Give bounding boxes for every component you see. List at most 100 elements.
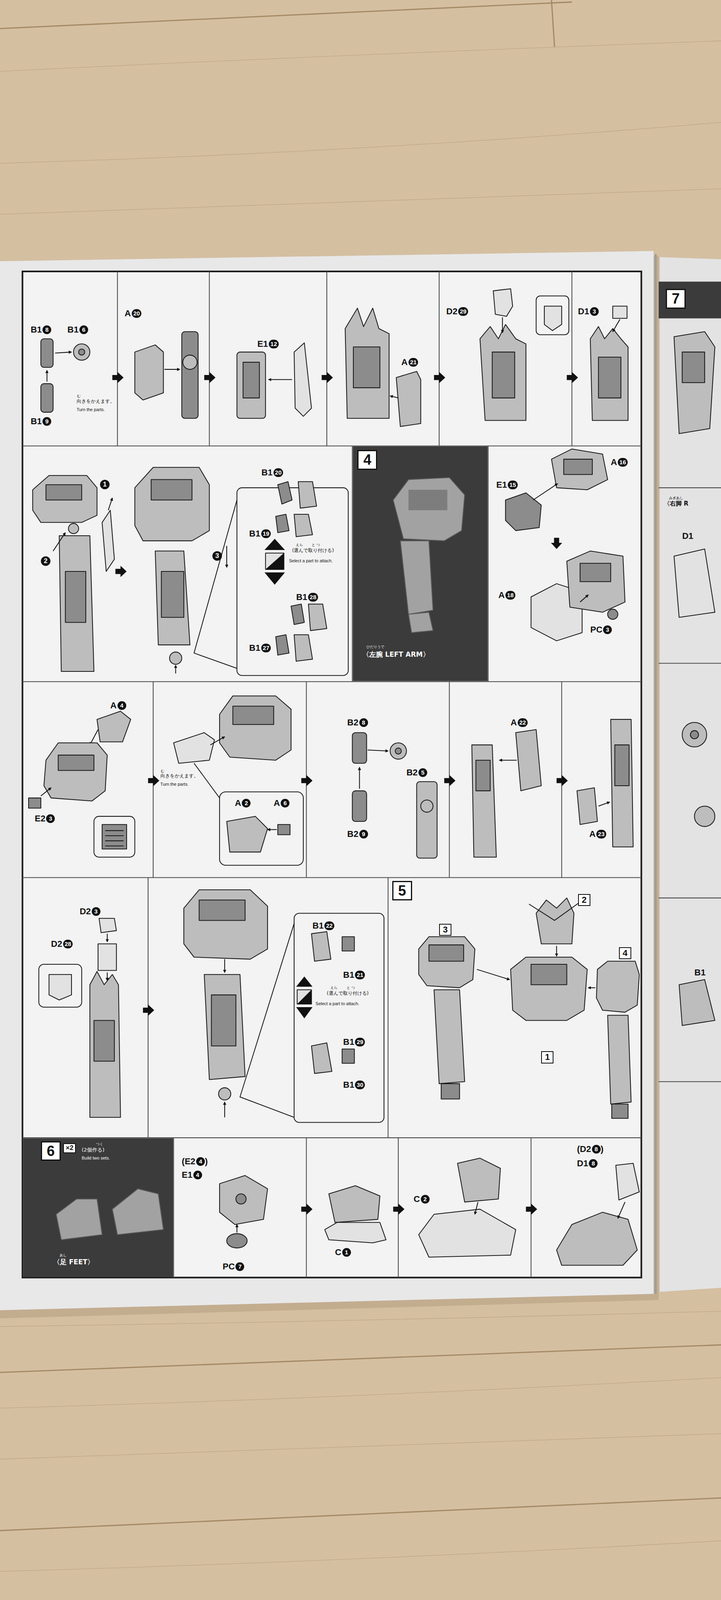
model-part (58, 755, 95, 772)
section-title: 〈右脚 R (663, 500, 689, 508)
callout: B119 (249, 528, 272, 540)
model-part (102, 510, 115, 572)
part-number: 4 (196, 1157, 205, 1167)
drawing-shape (0, 256, 659, 1319)
part-number: 8 (591, 1145, 601, 1155)
step-arrow (551, 537, 563, 550)
insert-arrow (164, 369, 180, 371)
model-part (277, 481, 293, 505)
model-part (297, 990, 312, 1005)
insert-arrow (40, 788, 52, 797)
furigana: む (77, 393, 81, 400)
part-number: 22 (324, 921, 335, 931)
part-code: B1 (296, 592, 308, 603)
callout: (選んで取り付ける) (292, 547, 334, 555)
part-code: (E2 (181, 1156, 196, 1168)
model-part (345, 308, 390, 419)
insert-arrow (268, 379, 292, 381)
callout: 向きをかえます。 (76, 398, 115, 405)
model-part (182, 355, 197, 370)
model-part (237, 352, 266, 419)
guide-outline (194, 763, 220, 799)
model-part (275, 514, 290, 533)
model-part (457, 1158, 501, 1203)
callout: B130 (343, 1080, 365, 1091)
part-number: 16 (617, 458, 628, 467)
model-part (151, 480, 193, 501)
model-part (226, 1234, 247, 1249)
model-part (390, 743, 407, 760)
guide-outline (38, 964, 82, 1008)
part-code: E2 (34, 813, 46, 825)
part-code: A (235, 798, 242, 809)
drawing-shape (351, 446, 353, 683)
section-title: 〈足 FEET〉 (53, 1258, 95, 1268)
model-part (28, 798, 41, 809)
callout: えら (330, 985, 338, 991)
model-part (155, 551, 190, 646)
model-part (65, 571, 86, 623)
callout: A4 (110, 700, 127, 712)
part-code: A (498, 590, 505, 601)
callout: ひだりうで (366, 644, 385, 650)
callout: む (160, 769, 165, 775)
drawing-shape (352, 446, 488, 682)
callout: 向きをかえます。 (160, 773, 199, 780)
model-part (610, 719, 634, 848)
insert-arrow (533, 483, 558, 501)
part-code: D2 (51, 939, 63, 950)
model-part (395, 748, 401, 755)
model-part (204, 975, 245, 1081)
part-number: 8 (588, 1159, 598, 1169)
callout: C2 (413, 1194, 430, 1205)
step-number: ×2 (65, 1144, 74, 1153)
furigana: あし (59, 1253, 67, 1259)
model-part (183, 890, 268, 960)
furigana: と (311, 542, 316, 548)
part-code: B1 (312, 921, 324, 932)
part-code: B1 (30, 324, 42, 336)
guide-outline (105, 830, 124, 847)
instruction-text: (2個作る) (81, 1147, 105, 1155)
panel-figure (408, 612, 434, 633)
insert-arrow (612, 319, 620, 332)
part-code: ) (204, 1156, 208, 1168)
callout: A16 (610, 457, 628, 468)
guide-outline (294, 913, 384, 1123)
model-part (576, 788, 598, 826)
step-arrow (301, 775, 313, 787)
step-number: 7 (671, 290, 680, 307)
callout: えら (295, 542, 303, 548)
insert-arrow (210, 737, 225, 746)
callout: (選んで取り付ける) (326, 990, 369, 998)
model-part (682, 722, 707, 748)
step-arrow (115, 566, 127, 578)
insert-arrow (588, 987, 596, 989)
callout: 3 (212, 551, 222, 561)
model-part (134, 467, 210, 542)
model-part (173, 732, 215, 764)
part-code: A (401, 357, 408, 368)
callout: A6 (273, 798, 290, 809)
insert-arrow (474, 1202, 479, 1215)
callout: B19 (30, 416, 52, 427)
model-part (265, 553, 284, 570)
model-part (396, 371, 421, 427)
model-part (226, 816, 268, 853)
insert-arrow (226, 546, 228, 568)
part-number: 29 (354, 1038, 365, 1047)
drawing-shape (387, 877, 389, 1139)
furigana: つく (96, 1142, 104, 1148)
part-code: PC (590, 624, 603, 636)
callout: と (346, 985, 351, 991)
model-part (607, 609, 618, 620)
model-part (40, 383, 54, 413)
model-part (219, 696, 292, 761)
furigana: つ (316, 542, 321, 548)
callout: A21 (401, 357, 419, 368)
callout: A18 (498, 590, 516, 601)
model-part (580, 563, 611, 582)
model-part (416, 782, 437, 859)
